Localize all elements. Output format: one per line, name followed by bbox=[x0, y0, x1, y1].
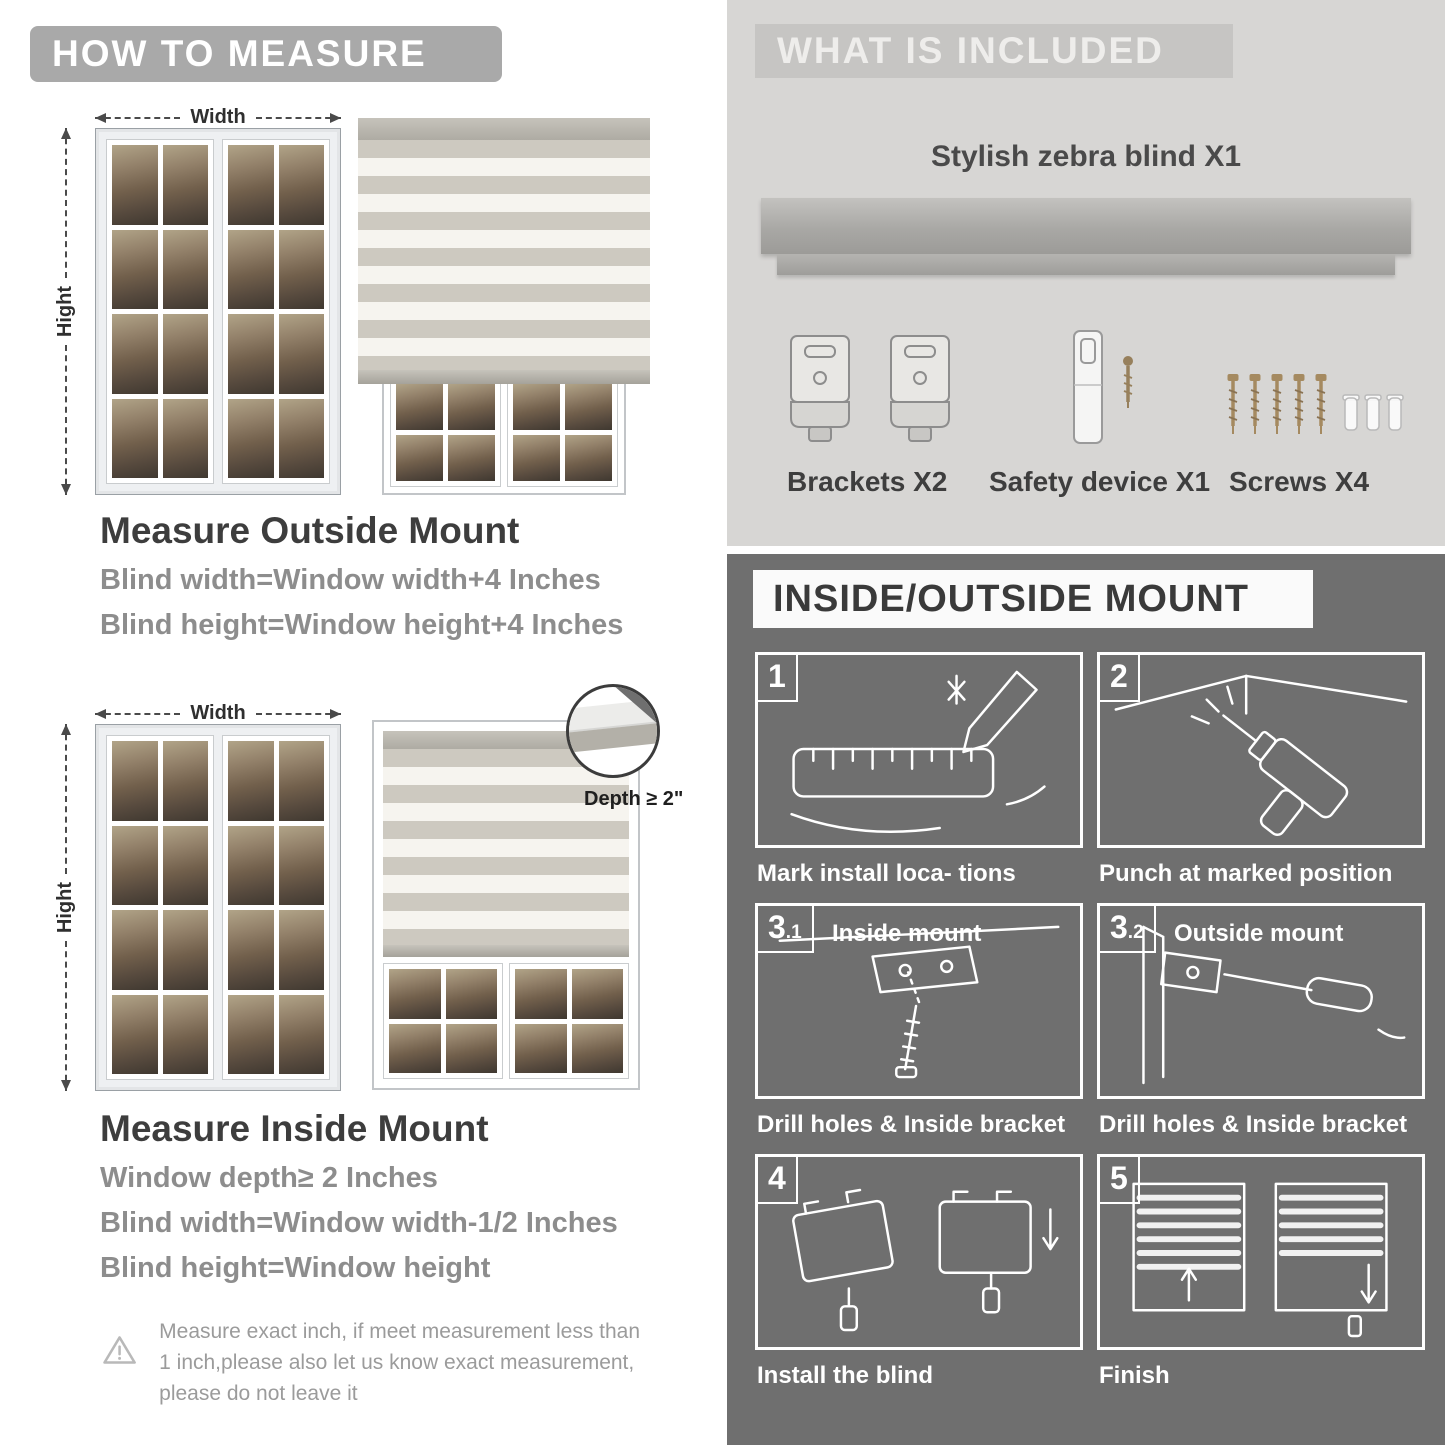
outside-mount-blind-illustration bbox=[358, 118, 650, 495]
step-3-1: 3.1 Inside mount Dri bbox=[755, 903, 1083, 1154]
blind-headrail-lip bbox=[777, 254, 1395, 275]
inside-mount-title: Measure Inside Mount bbox=[100, 1108, 489, 1149]
zebra-blind-label: Stylish zebra blind X1 bbox=[930, 140, 1242, 173]
measure-line bbox=[60, 724, 71, 874]
finish-blinds-icon bbox=[1132, 1182, 1388, 1338]
step-number: 1 bbox=[768, 658, 786, 694]
window-partial bbox=[383, 963, 629, 1079]
step-1-caption: Mark install loca- tions bbox=[757, 860, 1016, 887]
window-casement bbox=[222, 735, 330, 1080]
step-3-2-title: Outside mount bbox=[1174, 920, 1344, 947]
measure-line bbox=[60, 128, 71, 278]
step-3-2-box: 3.2 Outside mount bbox=[1097, 903, 1425, 1099]
window-casement bbox=[222, 139, 330, 484]
window-partial bbox=[382, 370, 626, 495]
mount-panel: INSIDE/OUTSIDE MOUNT 1 bbox=[727, 554, 1445, 1445]
width-measure-inside: Width bbox=[95, 702, 342, 725]
outside-mount-title: Measure Outside Mount bbox=[100, 510, 520, 551]
mount-steps-grid: 1 Mark install loca- tions bbox=[755, 652, 1425, 1405]
spec-line: Blind width=Window width+4 Inches bbox=[100, 564, 601, 596]
mount-header: INSIDE/OUTSIDE MOUNT bbox=[753, 570, 1313, 628]
how-to-measure-header: HOW TO MEASURE bbox=[30, 26, 502, 82]
blind-bottom-rail bbox=[383, 945, 629, 957]
install-blind-icon bbox=[792, 1188, 1059, 1332]
safety-device-icon bbox=[1073, 330, 1133, 444]
window-illustration-outside bbox=[95, 128, 341, 495]
anchors bbox=[1342, 394, 1404, 431]
spec-line: Blind height=Window height+4 Inches bbox=[100, 609, 624, 641]
step-number: 3 bbox=[768, 909, 786, 945]
step-5: 5 bbox=[1097, 1154, 1425, 1405]
width-measure-outside: Width bbox=[95, 106, 342, 129]
blind-bottom-rail bbox=[358, 370, 650, 384]
blind-headrail-illustration bbox=[761, 198, 1411, 254]
step-3-1-title: Inside mount bbox=[832, 920, 982, 947]
step-4: 4 bbox=[755, 1154, 1083, 1405]
window-casement bbox=[106, 139, 214, 484]
step-2-caption: Punch at marked position bbox=[1099, 860, 1393, 887]
step-2-box: 2 bbox=[1097, 652, 1425, 848]
step-number: 2 bbox=[1110, 658, 1128, 694]
warning-triangle-icon bbox=[103, 1336, 136, 1364]
height-label: Hight bbox=[54, 285, 76, 338]
step-number: 4 bbox=[768, 1160, 786, 1196]
measure-line bbox=[255, 708, 342, 719]
step-1-box: 1 bbox=[755, 652, 1083, 848]
screws-icon bbox=[1227, 374, 1404, 434]
height-measure-inside: Hight bbox=[54, 724, 77, 1091]
spec-line: Blind height=Window height bbox=[100, 1252, 491, 1284]
window-illustration-inside bbox=[95, 724, 341, 1091]
spec-line: Blind width=Window width-1/2 Inches bbox=[100, 1207, 618, 1239]
measure-line bbox=[95, 708, 181, 719]
step-3-2-caption: Drill holes & Inside bracket bbox=[1099, 1111, 1408, 1138]
blind-stripes bbox=[358, 140, 650, 370]
spec-line: Window depth≥ 2 Inches bbox=[100, 1162, 438, 1194]
warning-text: Measure exact inch, if meet measurement … bbox=[159, 1320, 641, 1405]
step-3-2: 3.2 Outside mount Drill holes & Ins bbox=[1097, 903, 1425, 1154]
what-is-included-title: WHAT IS INCLUDED bbox=[777, 30, 1164, 71]
measure-line bbox=[60, 345, 71, 495]
step-number: 5 bbox=[1110, 1160, 1128, 1196]
width-label: Width bbox=[190, 702, 246, 724]
step-2: 2 bbox=[1097, 652, 1425, 903]
brackets-icon bbox=[790, 335, 950, 442]
ruler-pencil-icon bbox=[790, 670, 1046, 834]
height-label: Hight bbox=[54, 881, 76, 934]
blind-cassette bbox=[358, 118, 650, 140]
step-1: 1 Mark install loca- tions bbox=[755, 652, 1083, 903]
screws-label: Screws X4 bbox=[1229, 466, 1370, 497]
what-is-included-panel: WHAT IS INCLUDED Stylish zebra blind X1 bbox=[727, 0, 1445, 546]
warning-note: Measure exact inch, if meet measurement … bbox=[102, 1312, 647, 1409]
step-4-caption: Install the blind bbox=[757, 1362, 934, 1389]
step-5-box: 5 bbox=[1097, 1154, 1425, 1350]
step-4-box: 4 bbox=[755, 1154, 1083, 1350]
how-to-measure-title: HOW TO MEASURE bbox=[52, 33, 427, 74]
height-measure-outside: Hight bbox=[54, 128, 77, 495]
step-5-caption: Finish bbox=[1099, 1362, 1170, 1389]
outside-mount-specs: Blind width=Window width+4 Inches Blind … bbox=[100, 558, 623, 648]
step-number: 3 bbox=[1110, 909, 1128, 945]
depth-zoom-callout bbox=[566, 684, 660, 778]
window-casement bbox=[106, 735, 214, 1080]
width-label: Width bbox=[190, 106, 246, 128]
measure-line bbox=[95, 112, 181, 123]
step-3-1-box: 3.1 Inside mount bbox=[755, 903, 1083, 1099]
inside-mount-specs: Window depth≥ 2 Inches Blind width=Windo… bbox=[100, 1156, 618, 1291]
what-is-included-header: WHAT IS INCLUDED bbox=[755, 24, 1233, 78]
drill-icon bbox=[1114, 674, 1408, 836]
measure-line bbox=[60, 941, 71, 1091]
blind-stripes bbox=[383, 749, 629, 945]
step-3-1-caption: Drill holes & Inside bracket bbox=[757, 1111, 1066, 1138]
zebra-blind-outside bbox=[358, 118, 650, 384]
mount-title: INSIDE/OUTSIDE MOUNT bbox=[773, 577, 1250, 620]
safety-device-label: Safety device X1 bbox=[989, 466, 1211, 497]
measure-line bbox=[255, 112, 342, 123]
inside-bracket-icon bbox=[778, 925, 1060, 1079]
brackets-label: Brackets X2 bbox=[787, 466, 948, 497]
depth-label: Depth ≥ 2" bbox=[584, 788, 684, 810]
